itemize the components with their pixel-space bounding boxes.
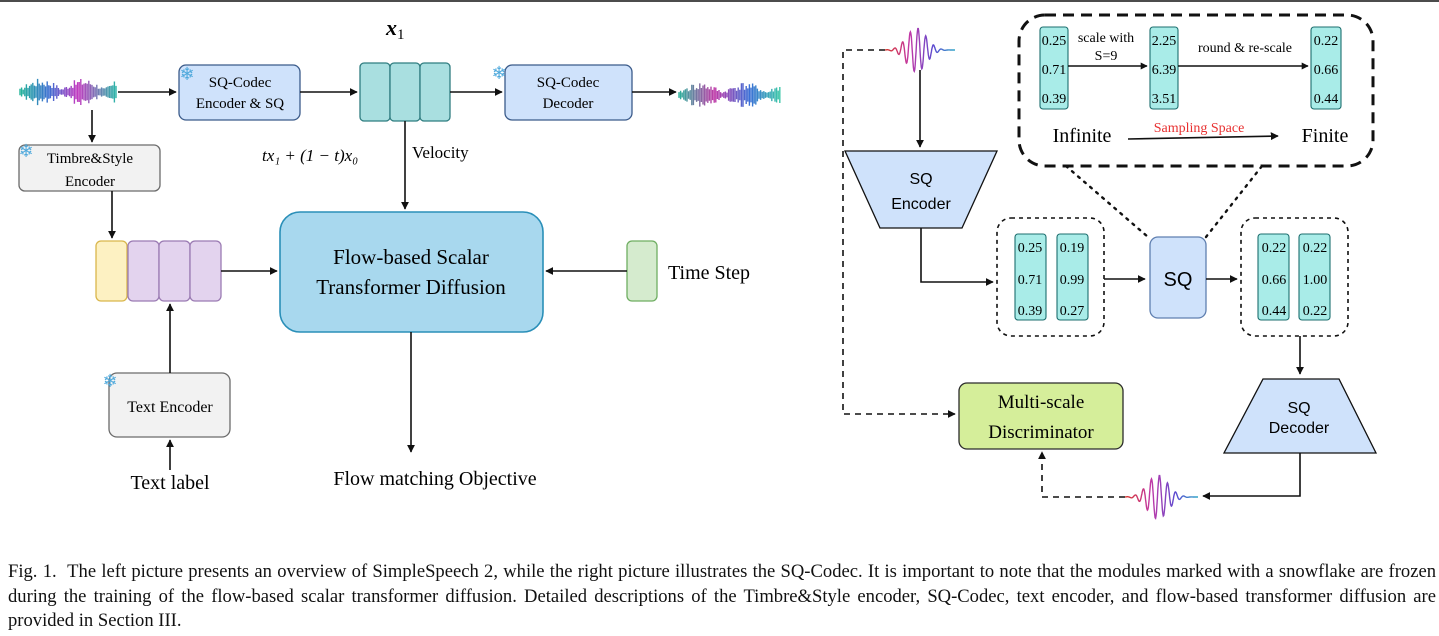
continuous-value: 0.99 <box>1060 273 1085 288</box>
text-embedding-cell-2 <box>158 240 191 302</box>
reconstructed-waveform <box>1124 474 1198 520</box>
continuous-value: 0.39 <box>1018 304 1043 319</box>
finite-label: Finite <box>1302 125 1349 147</box>
latent-label: x1 <box>385 15 405 43</box>
infinite-label: Infinite <box>1053 125 1112 147</box>
snowflake-icon: ❄ <box>102 371 117 392</box>
continuous-value: 0.19 <box>1060 241 1085 256</box>
sq-detail-inset <box>1017 13 1375 168</box>
sq-codec-decoder-label-2: Decoder <box>543 96 594 112</box>
timbre-style-encoder-label-2: Encoder <box>65 174 115 190</box>
inset-value: 0.39 <box>1042 92 1067 107</box>
inset-column-quantized <box>1310 26 1342 110</box>
caption-prefix: Fig. 1. <box>8 561 57 582</box>
text-encoder-label: Text Encoder <box>127 399 213 416</box>
scale-label-2: S=9 <box>1095 49 1118 64</box>
sq-box <box>1149 236 1207 319</box>
arrow-sq-encoder-to-latents <box>920 228 994 286</box>
flow-transformer-label-2: Transformer Diffusion <box>316 275 506 299</box>
input-waveform <box>19 78 117 106</box>
output-waveform <box>678 83 781 107</box>
text-embedding-cell-3 <box>189 240 222 302</box>
sampling-space-label: Sampling Space <box>1154 121 1245 136</box>
sq-codec-encoder-label-2: Encoder & SQ <box>196 96 284 112</box>
continuous-value: 0.27 <box>1060 304 1085 319</box>
sq-encoder-label-2: Encoder <box>891 196 951 213</box>
inset-connector-right <box>1204 164 1264 239</box>
arrow-fake-wave-to-discriminator <box>1038 451 1125 498</box>
continuous-latent-group <box>996 217 1105 337</box>
sq-decoder-label-2: Decoder <box>1269 420 1330 437</box>
sq-label: SQ <box>1164 269 1193 291</box>
inset-value: 0.22 <box>1314 34 1339 49</box>
text-label: Text label <box>130 472 210 494</box>
codec-input-waveform <box>884 27 955 74</box>
snowflake-icon: ❄ <box>491 63 506 84</box>
scale-label-1: scale with <box>1078 31 1134 46</box>
discriminator-box <box>958 382 1124 450</box>
inset-column-scaled <box>1149 26 1179 110</box>
sq-codec-encoder-label-1: SQ-Codec <box>209 75 272 91</box>
right-panel: SQ Encoder 0.25 0.71 0.39 0.19 0.99 0.27… <box>842 13 1378 520</box>
latent-cell-2 <box>389 62 421 122</box>
caption-text: The left picture presents an overview of… <box>8 561 1437 631</box>
sq-decoder-label-1: SQ <box>1287 400 1310 417</box>
time-step-label: Time Step <box>668 262 750 284</box>
arrow-real-wave-to-discriminator <box>842 49 956 418</box>
timbre-style-encoder-label-1: Timbre&Style <box>47 151 133 167</box>
inset-column-input <box>1039 26 1069 110</box>
timbre-style-encoder-box <box>18 144 161 192</box>
time-step-cell <box>626 240 658 302</box>
latent-cell-1 <box>359 62 391 122</box>
snowflake-icon: ❄ <box>179 64 194 85</box>
quantized-value: 0.66 <box>1262 273 1287 288</box>
left-panel: x1 SQ-Codec Encoder & SQ SQ-Codec Decode… <box>18 15 781 494</box>
interpolation-label: tx₁ + (1 − t)x₀ <box>262 146 358 165</box>
figure-caption: Fig. 1. The left picture presents an ove… <box>8 560 1436 634</box>
round-label: round & re-scale <box>1198 41 1292 56</box>
quantized-value: 0.22 <box>1262 241 1287 256</box>
flow-transformer-box <box>279 211 544 333</box>
snowflake-icon: ❄ <box>18 141 33 162</box>
arrow-decoder-to-wave <box>1202 453 1301 500</box>
flow-transformer-label-1: Flow-based Scalar <box>333 245 489 269</box>
inset-value: 0.66 <box>1314 63 1339 78</box>
sq-decoder-shape <box>1222 378 1378 454</box>
inset-value: 3.51 <box>1152 92 1177 107</box>
sq-codec-decoder-label-1: SQ-Codec <box>537 75 600 91</box>
continuous-value: 0.71 <box>1018 273 1043 288</box>
quantized-latent-group <box>1240 217 1349 337</box>
inset-value: 0.44 <box>1314 92 1339 107</box>
continuous-value: 0.25 <box>1018 241 1043 256</box>
quantized-value: 1.00 <box>1303 273 1328 288</box>
quantized-value: 0.22 <box>1303 304 1328 319</box>
inset-value: 0.25 <box>1042 34 1067 49</box>
arrow-infinite-to-finite <box>1127 132 1279 141</box>
sq-encoder-shape <box>843 150 999 229</box>
inset-value: 0.71 <box>1042 63 1067 78</box>
inset-connector-left <box>1064 164 1150 239</box>
quantized-column-1 <box>1257 233 1290 321</box>
text-embedding-cell-1 <box>127 240 160 302</box>
quantized-column-2 <box>1298 233 1331 321</box>
objective-label: Flow matching Objective <box>333 468 536 490</box>
velocity-label: Velocity <box>412 143 469 162</box>
continuous-column-2 <box>1056 233 1089 321</box>
quantized-value: 0.44 <box>1262 304 1287 319</box>
inset-value: 6.39 <box>1152 63 1177 78</box>
sq-encoder-label-1: SQ <box>909 171 932 188</box>
diagram-canvas: x1 SQ-Codec Encoder & SQ SQ-Codec Decode… <box>0 0 1439 520</box>
continuous-column-1 <box>1014 233 1047 321</box>
quantized-value: 0.22 <box>1303 241 1328 256</box>
discriminator-label-2: Discriminator <box>988 422 1094 443</box>
inset-value: 2.25 <box>1152 34 1177 49</box>
latent-cell-3 <box>419 62 451 122</box>
discriminator-label-1: Multi-scale <box>998 392 1085 413</box>
timbre-embedding-cell <box>95 240 128 302</box>
